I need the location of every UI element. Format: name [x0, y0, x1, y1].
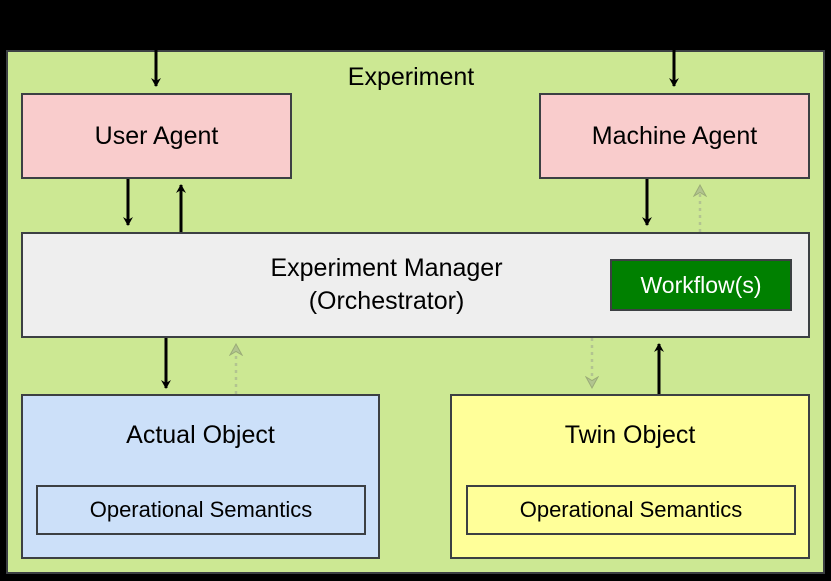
actual-object-operational-semantics-label: Operational Semantics — [89, 497, 313, 522]
twin-object-operational-semantics-label: Operational Semantics — [519, 497, 743, 522]
node-machine-agent[interactable]: Machine Agent — [539, 93, 810, 179]
twin-object-operational-semantics[interactable]: Operational Semantics — [466, 485, 796, 535]
experiment-title: Experiment — [347, 63, 475, 91]
user-agent-label: User Agent — [94, 121, 219, 150]
workflows-label: Workflow(s) — [640, 271, 762, 298]
actual-object-label: Actual Object — [126, 421, 275, 449]
node-user-agent[interactable]: User Agent — [21, 93, 292, 179]
twin-object-label: Twin Object — [564, 421, 696, 449]
node-workflows[interactable]: Workflow(s) — [610, 259, 792, 311]
experiment-manager-label-line2: (Orchestrator) — [308, 287, 465, 315]
machine-agent-label: Machine Agent — [591, 121, 758, 150]
node-experiment-manager[interactable]: Experiment Manager (Orchestrator) — [21, 232, 810, 338]
actual-object-operational-semantics[interactable]: Operational Semantics — [36, 485, 366, 535]
experiment-manager-label-line1: Experiment Manager — [270, 254, 503, 282]
